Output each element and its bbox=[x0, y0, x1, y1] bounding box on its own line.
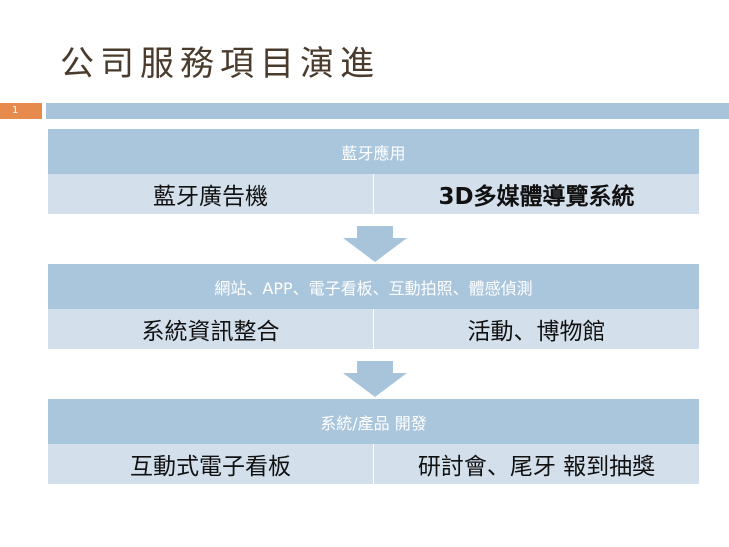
block-cell-left: 藍牙廣告機 bbox=[48, 174, 374, 214]
block-cell-left: 互動式電子看板 bbox=[48, 444, 374, 484]
down-arrow-icon bbox=[343, 226, 407, 262]
block-cell-right: 3D多媒體導覽系統 bbox=[438, 184, 635, 210]
block-row: 互動式電子看板 研討會、尾牙 報到抽獎 bbox=[48, 444, 699, 484]
service-block-bluetooth: 藍牙應用 藍牙廣告機 3D多媒體導覽系統 bbox=[48, 129, 699, 214]
slide-title: 公司服務項目演進 bbox=[60, 44, 380, 84]
down-arrow-icon bbox=[343, 361, 407, 397]
block-cell-left: 系統資訊整合 bbox=[48, 309, 374, 349]
header-divider-bar bbox=[46, 103, 729, 119]
block-cell-right: 活動、博物館 bbox=[467, 319, 606, 345]
block-header: 藍牙應用 bbox=[48, 129, 699, 174]
block-header: 系統/產品 開發 bbox=[48, 399, 699, 444]
slide-number-badge: 1 bbox=[0, 103, 42, 119]
service-block-web: 網站、APP、電子看板、互動拍照、體感偵測 系統資訊整合 活動、博物館 bbox=[48, 264, 699, 349]
block-header: 網站、APP、電子看板、互動拍照、體感偵測 bbox=[48, 264, 699, 309]
block-row: 藍牙廣告機 3D多媒體導覽系統 bbox=[48, 174, 699, 214]
service-block-development: 系統/產品 開發 互動式電子看板 研討會、尾牙 報到抽獎 bbox=[48, 399, 699, 484]
block-row: 系統資訊整合 活動、博物館 bbox=[48, 309, 699, 349]
block-cell-right: 研討會、尾牙 報到抽獎 bbox=[417, 454, 656, 480]
